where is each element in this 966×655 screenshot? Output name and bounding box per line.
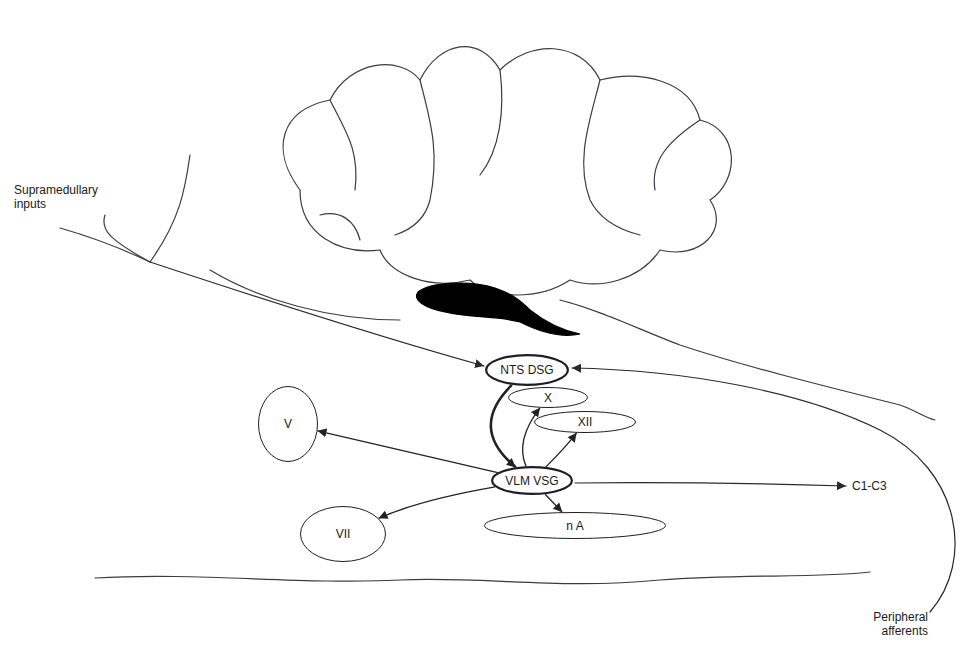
cerebellar-fissure [320,214,360,240]
input-label: Supramedullary inputs [14,183,114,211]
cerebellar-fissure [330,100,356,190]
cerebellar-fissure [395,80,434,235]
node-text: VII [336,527,351,541]
node-text: XII [578,415,593,429]
projection-arrow [379,487,496,518]
afferent-label: Peripheral afferents [848,610,928,638]
node-text: X [544,391,552,405]
node-text: NTS DSG [500,363,553,377]
cerebellar-fissure [584,80,640,235]
nerve-nucleus-oval: X [508,387,588,408]
spinal-output-arrow [575,483,846,486]
projection-arrow [318,431,498,473]
input-fibre [104,215,150,262]
nerve-nucleus-oval: VII [300,506,386,562]
nerve-nucleus-oval: V [258,386,318,462]
brainstem-dorsal-surface [560,300,935,420]
node-text: VLM VSG [505,474,558,488]
node-text: n A [566,519,583,533]
input-fibre [150,155,190,262]
cerebellum-outline [283,47,731,295]
nucleus-oval: n A [484,512,666,539]
spinal-segment-label: C1-C3 [852,479,952,493]
fourth-ventricle [417,283,580,335]
projection-arrow [545,494,562,512]
projection-arrow [491,385,516,467]
cerebellar-fissure [480,70,502,175]
cerebellar-fissure [654,120,700,190]
input-arrow [150,262,484,366]
input-fibre [60,228,150,262]
node-text: V [284,417,292,431]
projection-arrow [523,408,540,466]
brainstem-ventral-surface [95,572,870,584]
nerve-nucleus-oval: XII [534,411,636,433]
nucleus-oval: NTS DSG [485,354,569,386]
nucleus-oval: VLM VSG [491,466,573,495]
projection-arrow [546,433,577,467]
afferent-fibre [572,368,955,612]
